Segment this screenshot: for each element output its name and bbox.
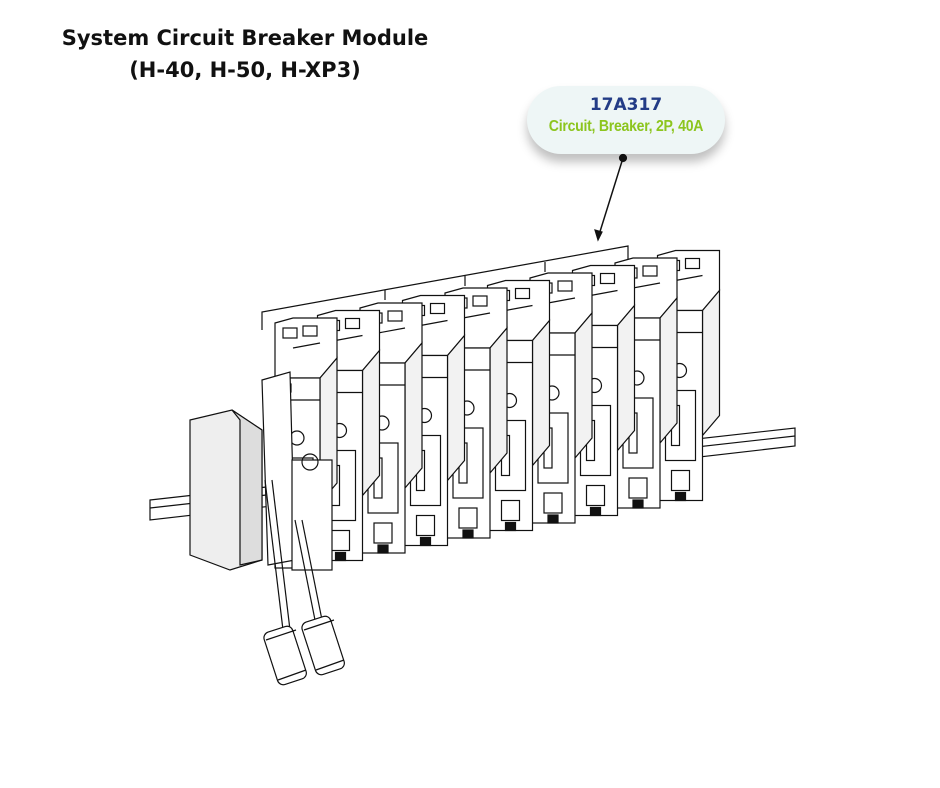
diagram-title: System Circuit Breaker Module (H-40, H-5… xyxy=(30,22,460,86)
fuse-icon xyxy=(301,615,345,676)
bracket xyxy=(261,245,629,330)
title-line-2: (H-40, H-50, H-XP3) xyxy=(129,58,361,82)
title-line-1: System Circuit Breaker Module xyxy=(61,26,429,50)
part-description: Circuit, Breaker, 2P, 40A xyxy=(548,118,704,135)
circuit-breaker xyxy=(614,257,678,509)
part-callout[interactable]: 17A317 Circuit, Breaker, 2P, 40A xyxy=(527,86,725,154)
fuse-wires xyxy=(264,479,323,631)
end-block xyxy=(189,371,333,571)
fuse-icon xyxy=(263,625,307,686)
part-number: 17A317 xyxy=(589,95,663,115)
leader-line xyxy=(594,153,628,242)
